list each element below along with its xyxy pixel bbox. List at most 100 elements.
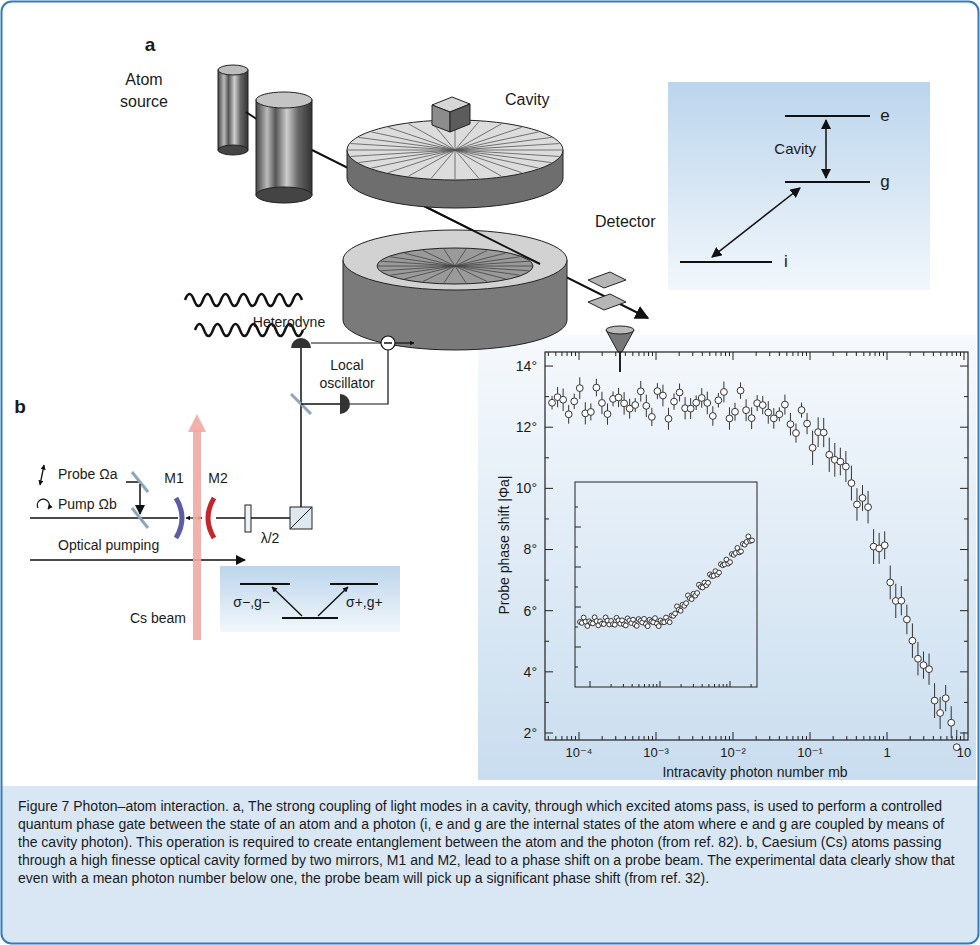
cavity-mirror: [377, 248, 533, 284]
beam-splitter: [132, 508, 148, 528]
data-point: [634, 624, 639, 629]
data-point: [693, 399, 700, 406]
data-point: [637, 388, 644, 395]
tick-mark: [545, 396, 549, 397]
tick-mark: [555, 352, 556, 356]
energy-level: [785, 181, 870, 183]
tick-mark: [649, 684, 650, 687]
data-point: [748, 415, 755, 422]
tick-mark: [708, 684, 709, 687]
tick-mark: [579, 352, 580, 360]
tick-mark: [910, 736, 911, 740]
cube-face: [432, 105, 450, 132]
tick-mark: [567, 736, 568, 740]
tick-mark: [602, 352, 603, 356]
transition-inset: σ−,g− σ+,g+: [220, 566, 400, 632]
tick-label: 10°: [516, 480, 537, 496]
data-point: [648, 414, 655, 421]
tick-mark: [575, 667, 578, 668]
cs-beam: [188, 414, 206, 432]
data-point: [881, 542, 888, 549]
tick-mark: [545, 427, 553, 428]
tick-mark: [810, 352, 811, 360]
tick-mark: [833, 736, 834, 740]
part-label: λ/2: [261, 530, 280, 546]
data-point: [820, 429, 827, 436]
tick-mark: [575, 507, 578, 508]
tick-mark: [833, 352, 834, 356]
data-point: [560, 396, 567, 403]
tick-mark: [714, 684, 715, 687]
tick-mark: [656, 352, 657, 360]
data-point: [593, 384, 600, 391]
tick-mark: [964, 352, 965, 360]
tick-mark: [656, 732, 657, 740]
tick-mark: [625, 736, 626, 740]
tick-mark: [846, 352, 847, 356]
data-point: [848, 480, 855, 487]
tick-label: 4°: [524, 664, 537, 680]
data-point: [667, 620, 672, 625]
data-point: [865, 504, 872, 511]
data-point: [612, 622, 617, 627]
level-label: σ+,g+: [346, 594, 383, 610]
part-label: Local oscillator: [311, 356, 383, 392]
tick-mark: [679, 736, 680, 740]
tick-mark: [648, 736, 649, 740]
tick-mark: [638, 352, 639, 356]
data-point: [826, 451, 833, 458]
tick-mark: [726, 684, 727, 687]
tick-mark: [719, 684, 720, 687]
tick-mark: [879, 352, 880, 356]
tick-mark: [960, 549, 968, 550]
level-label: e: [880, 106, 889, 126]
data-point: [678, 608, 683, 613]
energy-level: [330, 583, 378, 585]
tick-mark: [960, 366, 968, 367]
tick-mark: [946, 736, 947, 740]
tick-mark: [756, 736, 757, 740]
tick-mark: [798, 736, 799, 740]
tick-mark: [869, 736, 870, 740]
data-point: [728, 560, 733, 565]
data-point: [765, 409, 772, 416]
data-point: [926, 666, 933, 673]
energy-level: [282, 617, 338, 619]
tick-mark: [923, 736, 924, 740]
spoke-line: [455, 266, 466, 283]
tick-mark: [625, 352, 626, 356]
part-label: Heterodyne: [253, 314, 325, 330]
photodetector: [340, 394, 350, 414]
tick-mark: [960, 610, 968, 611]
polarizing-cube: [290, 507, 312, 529]
tick-mark: [545, 518, 549, 519]
data-point: [684, 601, 689, 606]
tick-mark: [923, 352, 924, 356]
tick-mark: [806, 736, 807, 740]
data-point: [837, 458, 844, 465]
tick-mark: [709, 736, 710, 740]
transition-arrow: [272, 587, 302, 616]
cylinder-base: [256, 187, 312, 203]
tick-mark: [615, 352, 616, 356]
tick-mark: [846, 736, 847, 740]
data-point: [759, 402, 766, 409]
data-point: [604, 411, 611, 418]
tick-mark: [545, 733, 553, 734]
photon-wave: [185, 294, 302, 306]
data-point: [698, 395, 705, 402]
source-cylinder: [218, 70, 248, 150]
tick-mark: [887, 352, 888, 360]
tick-mark: [545, 702, 549, 703]
spoke-line: [390, 266, 455, 275]
data-point: [898, 597, 905, 604]
data-point: [739, 549, 744, 554]
data-point: [623, 623, 628, 628]
level-label: σ−,g−: [233, 594, 270, 610]
tick-mark: [856, 736, 857, 740]
tick-mark: [933, 736, 934, 740]
tick-mark: [964, 702, 968, 703]
tick-mark: [692, 352, 693, 356]
chart-ground: [478, 335, 976, 780]
